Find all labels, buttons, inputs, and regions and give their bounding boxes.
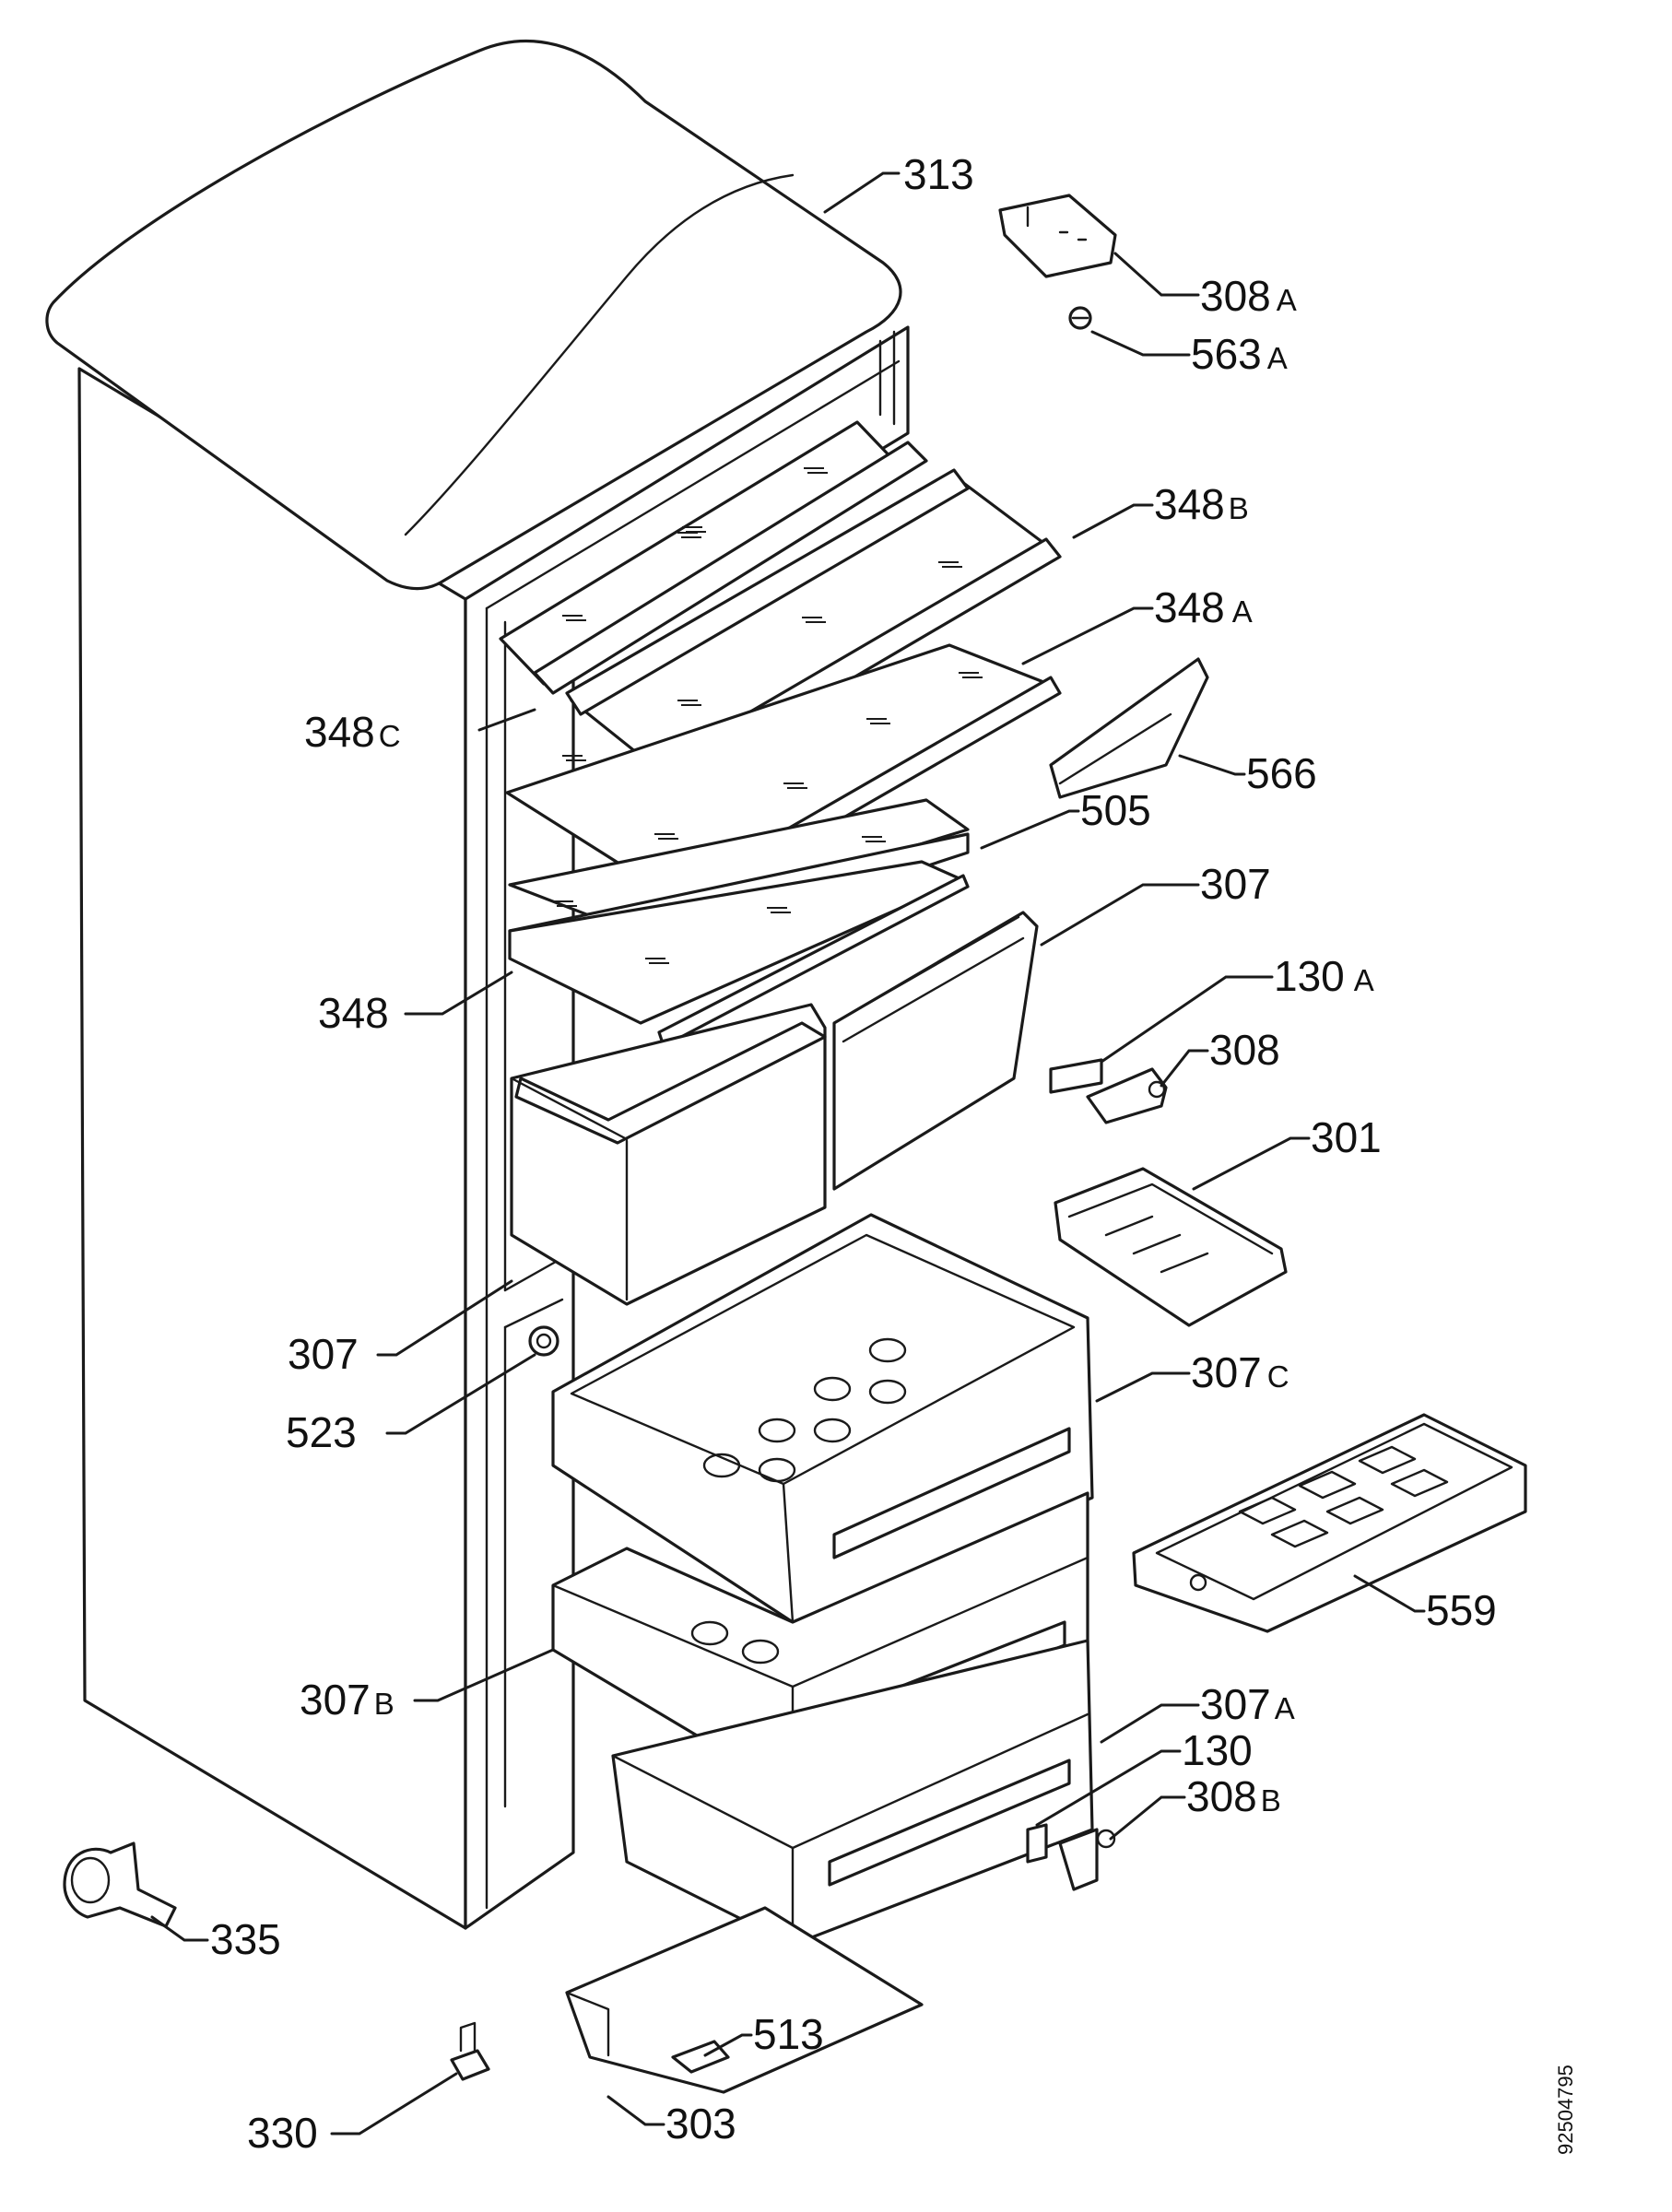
freezer-drawer-307a bbox=[611, 1639, 1094, 1947]
label-559: 559 bbox=[1426, 1586, 1497, 1634]
hinge-cover-130 bbox=[1026, 1823, 1048, 1864]
label-301: 301 bbox=[1311, 1113, 1382, 1161]
label-308: 308 bbox=[1209, 1026, 1280, 1074]
plinth-303 bbox=[565, 1906, 924, 2094]
label-313: 313 bbox=[903, 150, 974, 198]
stud-523 bbox=[528, 1325, 559, 1357]
hinge-308b bbox=[1058, 1828, 1116, 1891]
egg-tray-566 bbox=[1049, 657, 1209, 799]
label-330: 330 bbox=[247, 2109, 318, 2157]
hinge-335 bbox=[63, 1841, 177, 1928]
label-523: 523 bbox=[286, 1408, 357, 1456]
label-303: 303 bbox=[665, 2100, 736, 2147]
bushing-563a bbox=[1068, 306, 1092, 330]
label-348: 348 bbox=[318, 989, 389, 1037]
label-307-lower: 307 bbox=[288, 1330, 359, 1378]
label-513: 513 bbox=[753, 2010, 824, 2058]
crisper-bin-right-307 bbox=[832, 911, 1039, 1191]
label-505: 505 bbox=[1080, 786, 1151, 834]
shelf-glass-lower bbox=[508, 860, 970, 1048]
document-number: 92504795 bbox=[1554, 2065, 1577, 2155]
ice-cube-tray-301 bbox=[1054, 1167, 1288, 1327]
label-566: 566 bbox=[1246, 749, 1317, 797]
cold-accumulator-559 bbox=[1132, 1413, 1527, 1633]
crisper-bin-left-307 bbox=[510, 1003, 827, 1306]
hinge-308a bbox=[998, 194, 1117, 278]
label-130: 130 bbox=[1182, 1726, 1253, 1774]
label-307-upper: 307 bbox=[1200, 860, 1271, 908]
hinge-308 bbox=[1086, 1067, 1168, 1124]
leader-lines bbox=[150, 171, 1426, 2136]
foot-330 bbox=[450, 2021, 490, 2081]
label-335: 335 bbox=[210, 1915, 281, 1963]
hinge-cover-130a bbox=[1049, 1058, 1103, 1094]
freezer-drawer-307c bbox=[551, 1213, 1094, 1624]
top-cover-313 bbox=[45, 39, 902, 591]
